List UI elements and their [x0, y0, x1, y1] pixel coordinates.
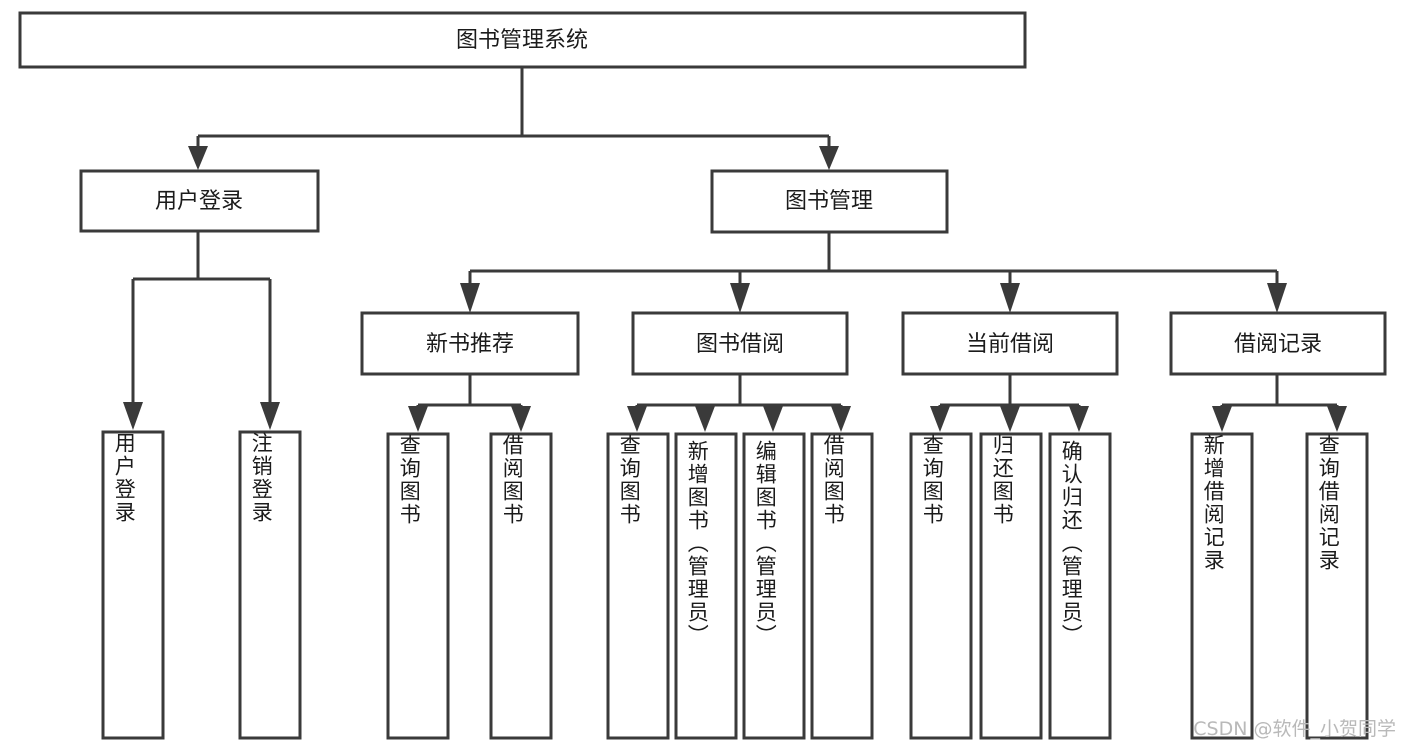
node-current-borrow-label: 当前借阅 — [966, 332, 1054, 357]
leaf-box-add-book[interactable] — [674, 432, 738, 740]
node-borrow-record[interactable]: 借阅记录 — [1169, 311, 1387, 376]
arrowhead-to-current-borrow — [1000, 283, 1020, 313]
arrowhead-to-borrow-record — [1267, 283, 1287, 313]
arrowhead-leaf-borrow-book-1 — [511, 406, 531, 432]
leaf-boxes-book-borrow — [606, 432, 874, 740]
leaf-boxes-current-borrow — [909, 432, 1112, 740]
leaf-box-borrow-book-2[interactable] — [810, 432, 874, 740]
arrowhead-leaf-query-book-2 — [627, 406, 647, 432]
leaf-box-edit-book[interactable] — [742, 432, 806, 740]
node-book-borrow-label: 图书借阅 — [696, 332, 784, 357]
node-root-system[interactable]: 图书管理系统 — [18, 11, 1027, 69]
node-new-book-recommend[interactable]: 新书推荐 — [360, 311, 580, 376]
arrowhead-leaf-logout — [260, 402, 280, 430]
arrowhead-leaf-query-record — [1327, 406, 1347, 432]
leaf-box-query-book-1[interactable] — [386, 432, 450, 740]
csdn-watermark: CSDN @软件_小贺同学 — [1193, 718, 1396, 740]
node-user-login-label: 用户登录 — [155, 189, 243, 214]
leaf-boxes-user-login — [101, 430, 302, 740]
arrowhead-leaf-add-record — [1212, 406, 1232, 432]
arrowhead-to-book-borrow — [730, 283, 750, 313]
node-book-borrow[interactable]: 图书借阅 — [631, 311, 849, 376]
leaf-box-query-record[interactable] — [1305, 432, 1369, 740]
connector-group-root-to-level2 — [188, 67, 839, 170]
arrowhead-leaf-return-book — [1000, 406, 1020, 432]
node-user-login-box[interactable] — [79, 169, 320, 233]
leaf-box-logout[interactable] — [238, 430, 302, 740]
leaf-boxes-new-book-recommend — [386, 432, 553, 740]
node-new-book-recommend-box[interactable] — [360, 311, 580, 376]
arrowhead-leaf-confirm-return — [1069, 406, 1089, 432]
leaf-box-user-login[interactable] — [101, 430, 165, 740]
connector-group-current-borrow-to-leaves — [930, 374, 1089, 432]
node-borrow-record-label: 借阅记录 — [1234, 332, 1322, 357]
arrowhead-leaf-query-book-1 — [408, 406, 428, 432]
connector-group-borrow-record-to-leaves — [1212, 374, 1347, 432]
connector-group-new-book-to-leaves — [408, 374, 531, 432]
connector-group-book-manage-to-level3 — [460, 232, 1287, 313]
leaf-box-confirm-return[interactable] — [1048, 432, 1112, 740]
node-new-book-recommend-label: 新书推荐 — [426, 332, 514, 357]
leaf-box-add-record[interactable] — [1190, 432, 1254, 740]
node-borrow-record-box[interactable] — [1169, 311, 1387, 376]
node-user-login[interactable]: 用户登录 — [79, 169, 320, 233]
arrowhead-to-user-login — [188, 146, 208, 170]
arrowhead-to-book-manage — [819, 146, 839, 170]
arrowhead-leaf-add-book — [695, 406, 715, 432]
node-current-borrow[interactable]: 当前借阅 — [901, 311, 1119, 376]
leaf-box-query-book-3[interactable] — [909, 432, 973, 740]
node-book-borrow-box[interactable] — [631, 311, 849, 376]
node-current-borrow-box[interactable] — [901, 311, 1119, 376]
arrowhead-to-new-book — [460, 283, 480, 313]
arrowhead-leaf-user-login — [123, 402, 143, 430]
node-book-manage-box[interactable] — [710, 169, 949, 234]
arrowhead-leaf-query-book-3 — [930, 406, 950, 432]
node-root-system-box[interactable] — [18, 11, 1027, 69]
node-book-manage[interactable]: 图书管理 — [710, 169, 949, 234]
arrowhead-leaf-borrow-book-2 — [831, 406, 851, 432]
node-root-system-label: 图书管理系统 — [456, 28, 588, 53]
node-book-manage-label: 图书管理 — [785, 189, 873, 214]
leaf-box-return-book[interactable] — [979, 432, 1043, 740]
leaf-box-query-book-2[interactable] — [606, 432, 670, 740]
leaf-box-borrow-book-1[interactable] — [489, 432, 553, 740]
connector-group-user-login-to-leaves — [123, 231, 280, 430]
arrowhead-leaf-edit-book — [763, 406, 783, 432]
connector-group-book-borrow-to-leaves — [627, 374, 851, 432]
leaf-boxes-borrow-record — [1190, 432, 1369, 740]
